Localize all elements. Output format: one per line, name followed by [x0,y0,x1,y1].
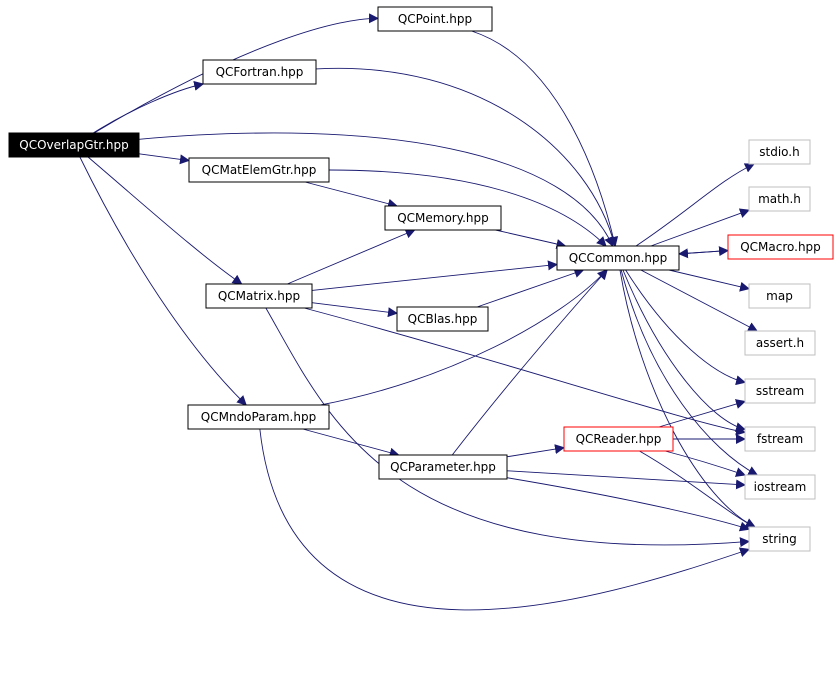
node-label: QCMemory.hpp [397,211,489,225]
node-box [396,306,489,332]
node-qcreader[interactable]: QCReader.hpp [563,426,674,452]
edge-qccommon-to-string [619,269,756,528]
node-qcoverlapgtr[interactable]: QCOverlapGtr.hpp [8,132,140,158]
edge-qcparameter-to-qcreader [506,444,565,458]
node-qcmatrix[interactable]: QCMatrix.hpp [205,283,313,309]
node-box [727,234,834,260]
node-label: QCBlas.hpp [408,312,478,326]
node-box [188,157,330,183]
node-box [187,404,330,430]
edge-qcmemory-to-qccommon [495,229,567,249]
edge-qcblas-to-qccommon [476,268,585,308]
edge-layer [79,13,759,611]
node-box [205,283,313,309]
node-label: fstream [757,432,803,446]
node-box [378,454,508,480]
node-qcfortran[interactable]: QCFortran.hpp [202,59,317,85]
node-box [556,245,680,271]
edge-qccommon-to-map [668,269,750,292]
edge-qcmacro-to-qccommon [678,248,729,259]
node-label: QCMatrix.hpp [218,289,300,303]
edge-qcreader-to-iostream [664,450,746,477]
node-qcmacro[interactable]: QCMacro.hpp [727,234,834,260]
node-label: QCReader.hpp [576,432,662,446]
edge-qcmndoparam-to-qccommon [320,269,608,406]
node-qcblas[interactable]: QCBlas.hpp [396,306,489,332]
node-math: math.h [748,186,811,212]
node-fstream: fstream [744,426,816,452]
edge-qcoverlapgtr-to-qcfortran [92,80,205,134]
edge-qcmndoparam-to-qcparameter [302,428,400,458]
edge-qcmatrix-to-qcmemory [287,228,416,285]
edge-qccommon-to-stdio [635,163,755,247]
edge-qcoverlapgtr-to-qccommon [138,132,614,247]
node-box [744,378,816,404]
edge-qcparameter-to-qccommon [451,269,608,456]
edge-qcmatelemgtr-to-qcmemory [304,181,398,209]
edge-qcoverlapgtr-to-qcpoint [93,13,379,134]
edge-qcmatrix-to-qcblas [311,302,398,318]
edge-qcpoint-to-qccommon [471,30,619,247]
node-qcparameter[interactable]: QCParameter.hpp [378,454,508,480]
node-label: sstream [756,384,804,398]
node-box [377,6,493,32]
node-layer: QCOverlapGtr.hpp QCPoint.hppQCFortran.hpp… [8,6,834,552]
node-label: QCMndoParam.hpp [201,410,316,424]
node-label: assert.h [756,336,804,350]
node-label: QCFortran.hpp [216,65,304,79]
node-box [202,59,317,85]
node-label: QCOverlapGtr.hpp [19,138,128,152]
edge-qcmatrix-to-qccommon [311,260,558,291]
edge-qcparameter-to-iostream [506,470,746,490]
edge-qccommon-to-iostream [620,269,759,476]
node-label: iostream [754,480,807,494]
edge-qcmatrix-to-fstream [304,307,746,436]
node-box [384,205,502,231]
node-string: string [748,526,811,552]
edge-qcmndoparam-to-string [259,428,750,611]
edge-qcoverlapgtr-to-qcmndoparam [79,156,247,406]
node-map: map [748,283,811,309]
edge-qccommon-to-math [650,208,750,247]
node-qcmatelemgtr[interactable]: QCMatElemGtr.hpp [188,157,330,183]
edge-qccommon-to-sstream [625,269,746,386]
node-box [748,283,811,309]
edge-qcmatrix-to-string [265,307,750,548]
node-box [748,526,811,552]
edge-qccommon-to-assert [640,269,759,332]
edge-qcreader-to-sstream [658,399,746,428]
node-stdio: stdio.h [748,139,811,165]
node-label: math.h [758,192,801,206]
node-box [8,132,140,158]
node-qccommon[interactable]: QCCommon.hpp [556,245,680,271]
node-assert: assert.h [744,330,816,356]
edge-qcoverlapgtr-to-qcmatelemgtr [138,153,190,165]
node-label: QCMacro.hpp [740,240,821,254]
node-box [744,426,816,452]
node-box [744,330,816,356]
node-label: QCCommon.hpp [569,251,668,265]
node-iostream: iostream [744,474,816,500]
edge-qcparameter-to-string [506,477,750,532]
node-qcmndoparam[interactable]: QCMndoParam.hpp [187,404,330,430]
node-label: map [766,289,793,303]
node-label: QCParameter.hpp [390,460,496,474]
node-box [748,139,811,165]
node-box [563,426,674,452]
edge-qcoverlapgtr-to-qcmatrix [87,156,243,285]
node-label: QCPoint.hpp [398,12,472,26]
edge-qccommon-to-fstream [622,269,746,432]
node-box [744,474,816,500]
edge-qcmatelemgtr-to-qccommon [328,169,607,247]
node-qcmemory[interactable]: QCMemory.hpp [384,205,502,231]
node-label: stdio.h [759,145,799,159]
node-label: QCMatElemGtr.hpp [202,163,317,177]
node-label: string [762,532,796,546]
node-sstream: sstream [744,378,816,404]
node-box [748,186,811,212]
node-qcpoint[interactable]: QCPoint.hpp [377,6,493,32]
edge-qcfortran-to-qccommon [315,67,618,247]
